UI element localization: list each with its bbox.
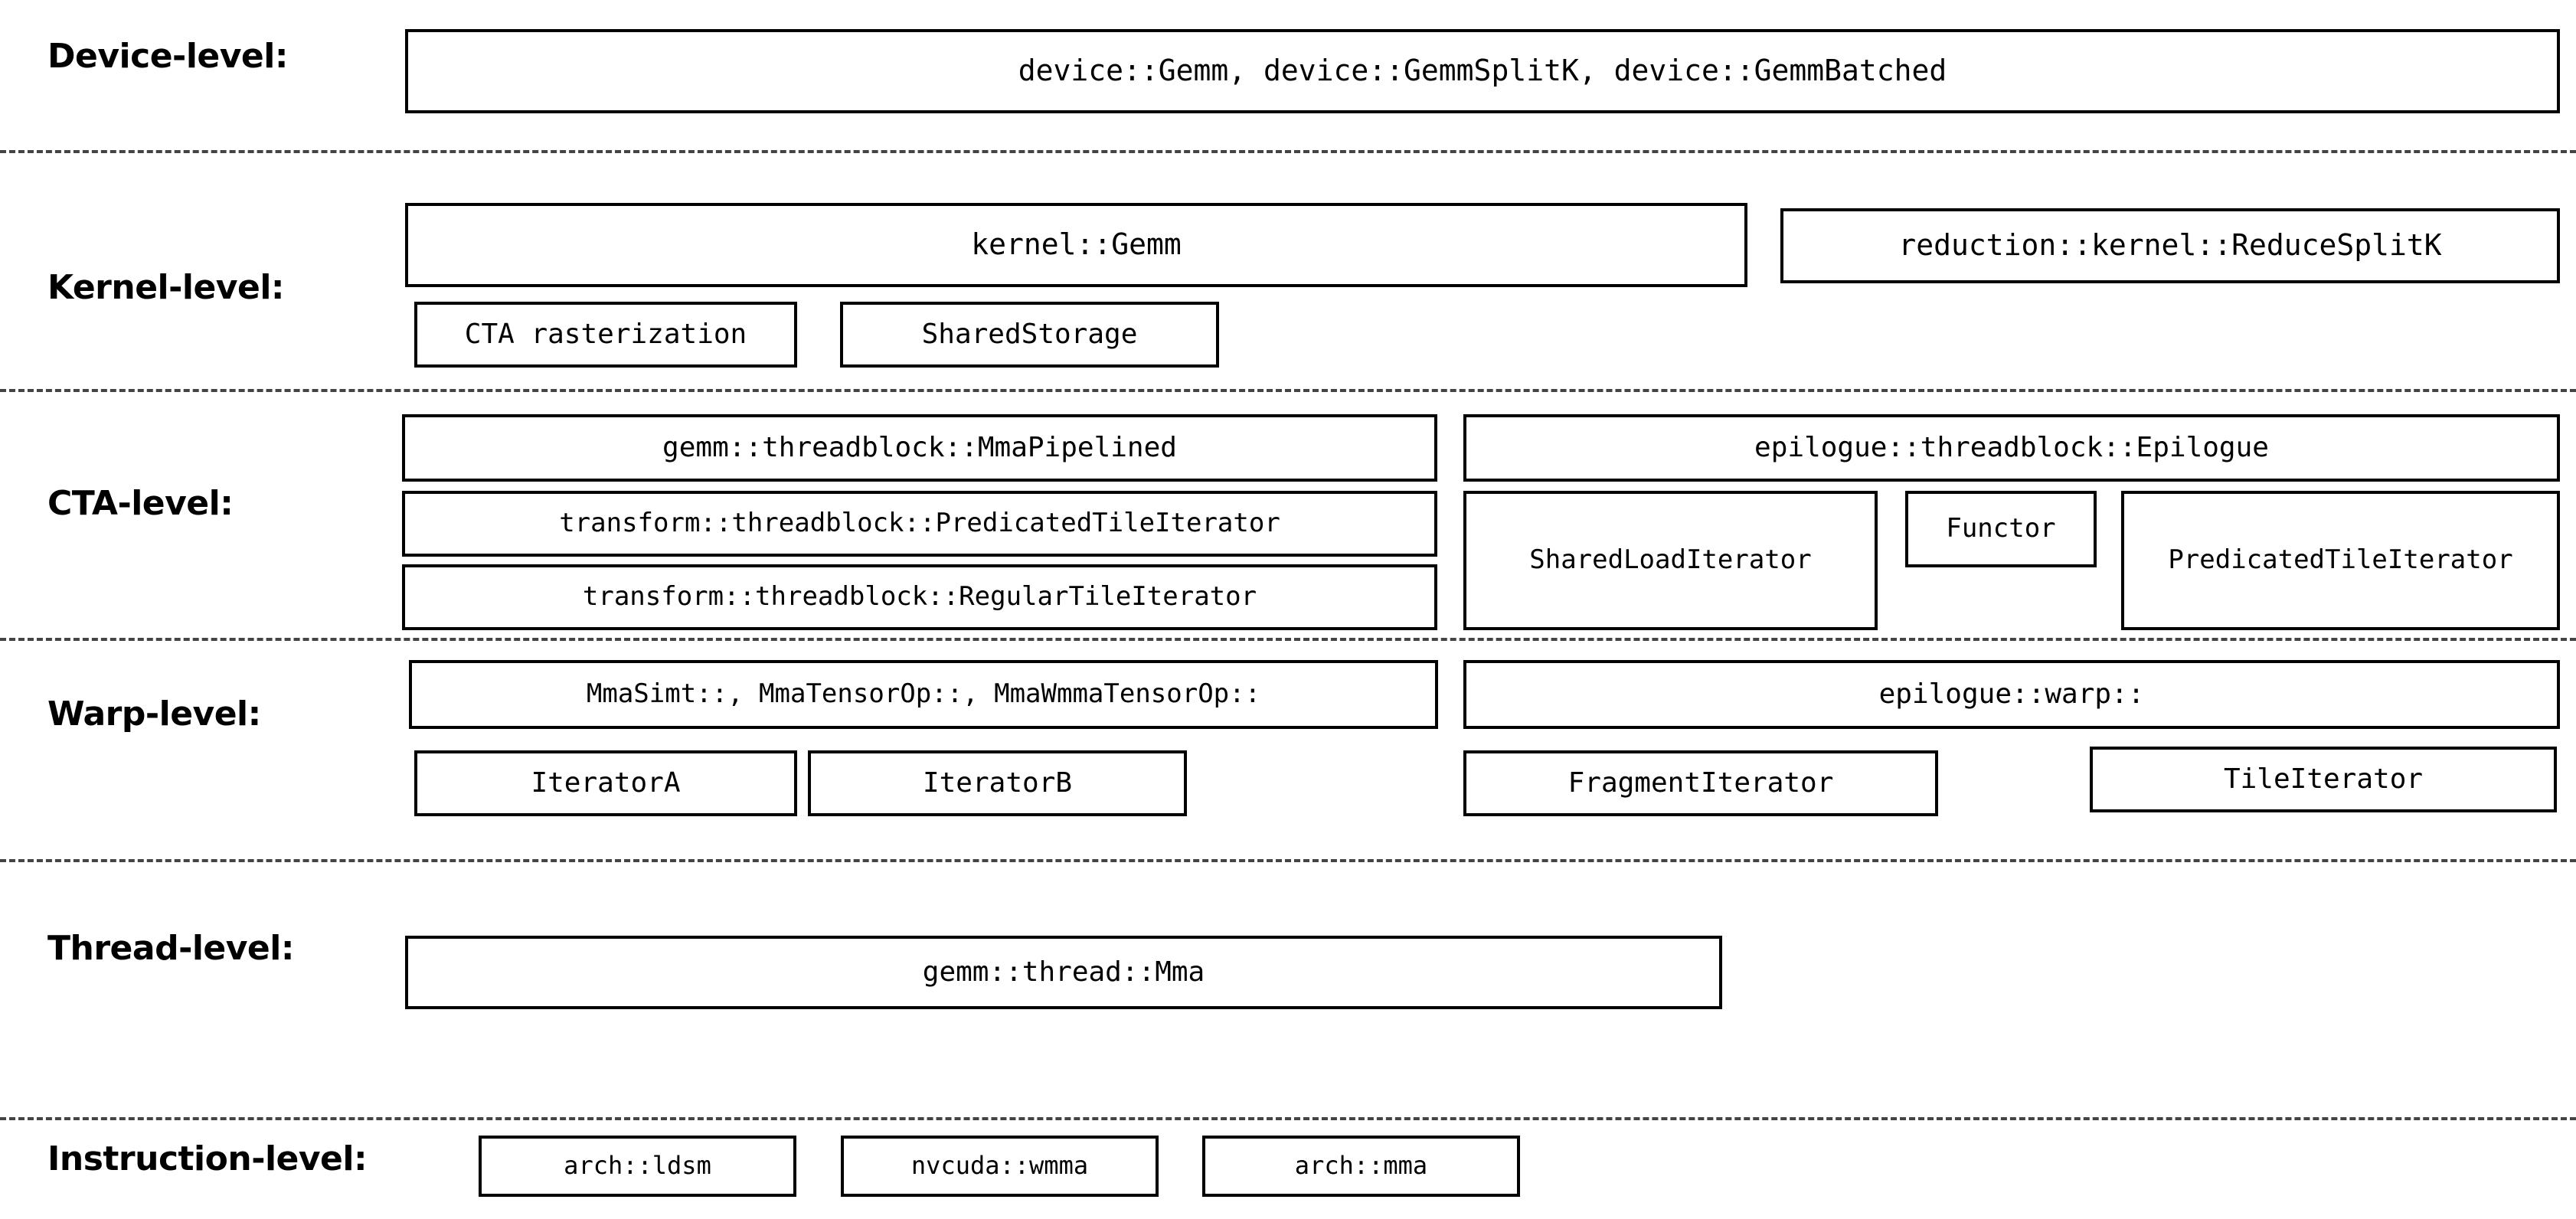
row-label-device: Device-level: xyxy=(47,37,288,76)
shared-load-iterator-box-label: SharedLoadIterator xyxy=(1529,544,1812,576)
cta-rasterization-box[interactable]: CTA rasterization xyxy=(414,302,797,368)
row-label-warp: Warp-level: xyxy=(47,694,261,734)
separator-device-kernel xyxy=(0,150,2576,153)
warp-mma-box[interactable]: MmaSimt::, MmaTensorOp::, MmaWmmaTensorO… xyxy=(409,660,1438,729)
arch-mma-box[interactable]: arch::mma xyxy=(1202,1136,1520,1197)
mma-pipelined-box[interactable]: gemm::threadblock::MmaPipelined xyxy=(402,414,1437,482)
kernel-gemm-box[interactable]: kernel::Gemm xyxy=(405,203,1747,287)
reduce-splitk-box-label: reduction::kernel::ReduceSplitK xyxy=(1898,228,2442,263)
predicated-tile-iterator-box[interactable]: transform::threadblock::PredicatedTileIt… xyxy=(402,491,1437,557)
mma-pipelined-box-label: gemm::threadblock::MmaPipelined xyxy=(662,432,1177,464)
warp-tile-iterator-box[interactable]: TileIterator xyxy=(2090,747,2557,812)
fragment-iterator-box-label: FragmentIterator xyxy=(1568,767,1834,799)
row-label-instruction: Instruction-level: xyxy=(47,1139,368,1178)
arch-ldsm-box-label: arch::ldsm xyxy=(564,1151,711,1181)
device-gemm-box[interactable]: device::Gemm, device::GemmSplitK, device… xyxy=(405,29,2560,113)
row-label-thread: Thread-level: xyxy=(47,929,294,968)
arch-mma-box-label: arch::mma xyxy=(1294,1151,1428,1181)
iterator-a-box[interactable]: IteratorA xyxy=(414,750,797,816)
row-label-cta: CTA-level: xyxy=(47,484,234,523)
row-label-kernel: Kernel-level: xyxy=(47,268,285,307)
separator-thread-instruction xyxy=(0,1117,2576,1120)
gemm-thread-mma-box-label: gemm::thread::Mma xyxy=(922,956,1205,989)
iterator-a-box-label: IteratorA xyxy=(531,767,681,799)
shared-storage-box-label: SharedStorage xyxy=(921,319,1138,351)
cta-rasterization-box-label: CTA rasterization xyxy=(464,319,747,351)
warp-tile-iterator-box-label: TileIterator xyxy=(2223,763,2424,796)
shared-storage-box[interactable]: SharedStorage xyxy=(840,302,1219,368)
epilogue-threadblock-box-label: epilogue::threadblock::Epilogue xyxy=(1754,432,2269,464)
iterator-b-box[interactable]: IteratorB xyxy=(808,750,1187,816)
regular-tile-iterator-box-label: transform::threadblock::RegularTileItera… xyxy=(582,581,1257,613)
separator-warp-thread xyxy=(0,859,2576,862)
fragment-iterator-box[interactable]: FragmentIterator xyxy=(1463,750,1938,816)
epilogue-warp-box[interactable]: epilogue::warp:: xyxy=(1463,660,2560,729)
separator-kernel-cta xyxy=(0,389,2576,392)
reduce-splitk-box[interactable]: reduction::kernel::ReduceSplitK xyxy=(1780,208,2560,283)
arch-ldsm-box[interactable]: arch::ldsm xyxy=(479,1136,796,1197)
device-gemm-box-label: device::Gemm, device::GemmSplitK, device… xyxy=(1018,54,1947,88)
kernel-gemm-box-label: kernel::Gemm xyxy=(971,227,1182,262)
warp-mma-box-label: MmaSimt::, MmaTensorOp::, MmaWmmaTensorO… xyxy=(586,678,1261,710)
epilogue-threadblock-box[interactable]: epilogue::threadblock::Epilogue xyxy=(1463,414,2560,482)
functor-box[interactable]: Functor xyxy=(1905,491,2097,567)
regular-tile-iterator-box[interactable]: transform::threadblock::RegularTileItera… xyxy=(402,564,1437,630)
epilogue-predicated-tile-iterator-box-label: PredicatedTileIterator xyxy=(2168,544,2513,576)
nvcuda-wmma-box[interactable]: nvcuda::wmma xyxy=(841,1136,1159,1197)
functor-box-label: Functor xyxy=(1946,513,2056,544)
epilogue-warp-box-label: epilogue::warp:: xyxy=(1878,678,2145,711)
iterator-b-box-label: IteratorB xyxy=(922,767,1073,799)
separator-cta-warp xyxy=(0,638,2576,641)
gemm-thread-mma-box[interactable]: gemm::thread::Mma xyxy=(405,936,1722,1009)
shared-load-iterator-box[interactable]: SharedLoadIterator xyxy=(1463,491,1878,630)
nvcuda-wmma-box-label: nvcuda::wmma xyxy=(910,1151,1089,1181)
epilogue-predicated-tile-iterator-box[interactable]: PredicatedTileIterator xyxy=(2121,491,2560,630)
predicated-tile-iterator-box-label: transform::threadblock::PredicatedTileIt… xyxy=(559,508,1280,539)
